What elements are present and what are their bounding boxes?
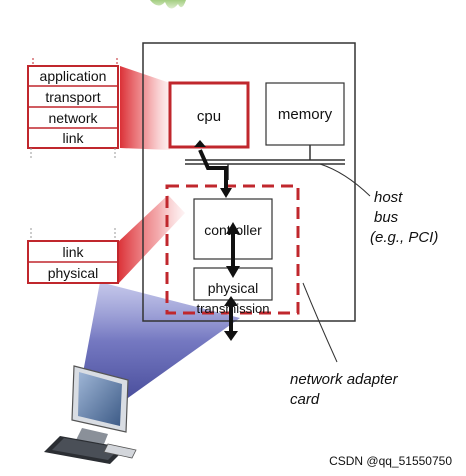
computer-icon bbox=[44, 365, 137, 464]
lower-protocol-stack bbox=[27, 228, 119, 284]
lower-red-beam bbox=[118, 195, 185, 284]
stack-physical: physical bbox=[48, 265, 99, 281]
stack-link-lower: link bbox=[62, 244, 84, 260]
host-box bbox=[142, 42, 356, 322]
bus-to-adapter-arrow bbox=[198, 149, 228, 190]
cpu-box bbox=[168, 81, 250, 149]
stack-transport: transport bbox=[45, 89, 100, 105]
upper-red-beam bbox=[120, 66, 170, 150]
bus-pointer bbox=[319, 163, 371, 197]
memory-box bbox=[265, 82, 345, 146]
stack-network: network bbox=[48, 110, 98, 126]
physical-label: physical bbox=[208, 280, 259, 296]
stack-link-upper: link bbox=[62, 130, 84, 146]
stack-application: application bbox=[40, 68, 107, 84]
bus-label-host: host bbox=[374, 189, 403, 206]
bus-label-example: (e.g., PCI) bbox=[370, 229, 438, 246]
arrowhead-controller-top bbox=[220, 188, 232, 198]
blue-beam bbox=[82, 282, 240, 400]
cpu-label: cpu bbox=[197, 108, 221, 125]
bus-label-bus: bus bbox=[374, 209, 399, 226]
watermark: CSDN @qq_51550750 bbox=[329, 454, 452, 468]
plant-icon bbox=[150, 0, 186, 9]
host-bus bbox=[185, 145, 345, 180]
card-pointer bbox=[302, 282, 338, 363]
card-label-line1: network adapter bbox=[290, 371, 399, 388]
controller-phy-arrow bbox=[226, 222, 240, 278]
arrowhead-cpu bbox=[194, 140, 206, 147]
upper-protocol-stack bbox=[27, 58, 119, 160]
phy-out-arrow bbox=[224, 296, 238, 341]
memory-label: memory bbox=[278, 106, 333, 123]
card-label-line2: card bbox=[290, 391, 320, 408]
